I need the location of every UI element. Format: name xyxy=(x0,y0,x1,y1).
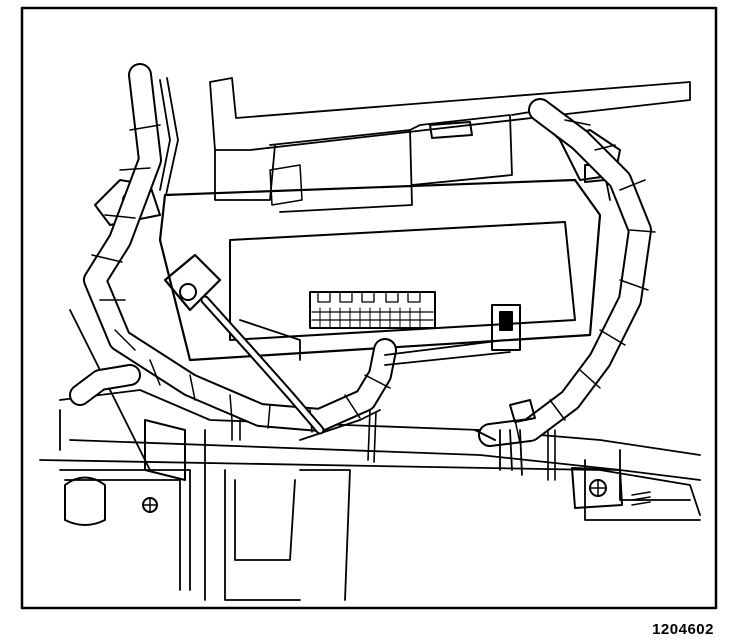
lower-left-fixture xyxy=(64,476,106,526)
screw-icon xyxy=(589,479,607,497)
mounting-pins xyxy=(231,409,556,481)
figure-number: 1204602 xyxy=(652,621,714,638)
hatch-marks xyxy=(631,491,651,506)
connector-block xyxy=(309,291,436,329)
instrument-panel-structure xyxy=(39,77,701,601)
ground-terminal xyxy=(163,253,325,435)
control-module xyxy=(158,121,602,362)
wiring-harness xyxy=(69,63,656,447)
loose-wires xyxy=(159,77,511,441)
side-connector xyxy=(491,304,521,351)
illustration-frame xyxy=(20,6,718,610)
eyelet-icon xyxy=(179,283,197,301)
harness-clip xyxy=(474,399,536,476)
screw-icon xyxy=(142,497,158,513)
